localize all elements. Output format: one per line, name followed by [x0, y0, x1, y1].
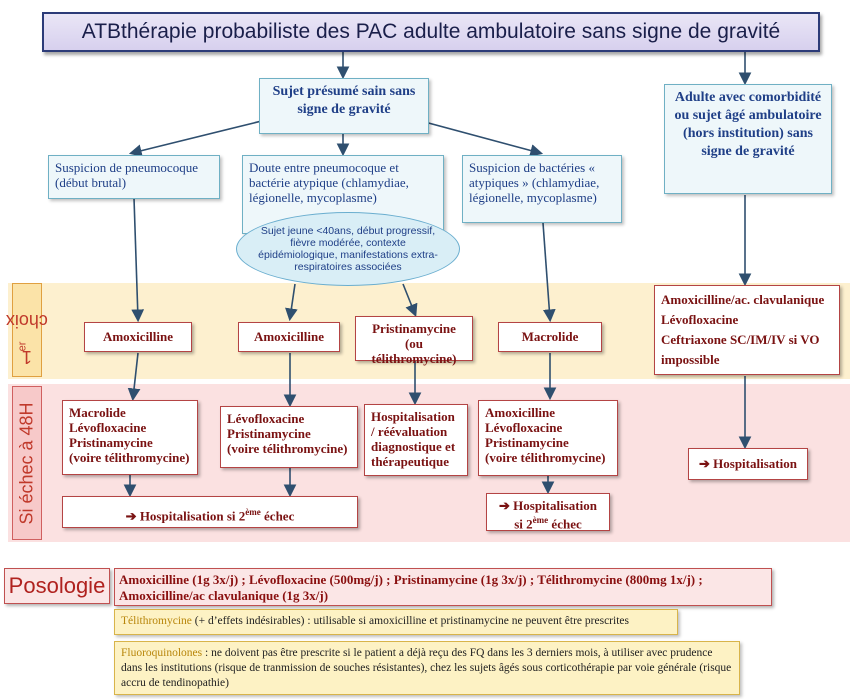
echec-col4-line: (voire télithromycine): [485, 450, 606, 465]
adulte-comorbidite-box: Adulte avec comorbidité ou sujet âgé amb…: [664, 84, 832, 194]
echec-col4-box: Amoxicilline Lévofloxacine Pristinamycin…: [478, 400, 618, 476]
echec-col4-line: Lévofloxacine: [485, 420, 563, 435]
note-fluoroquinolones: Fluoroquinolones : ne doivent pas être p…: [114, 641, 740, 695]
echec-col2-line: Lévofloxacine: [227, 411, 305, 426]
echec-col1-line: Pristinamycine: [69, 435, 153, 450]
echec-col1-line: Lévofloxacine: [69, 420, 147, 435]
echec-col3-line: thérapeutique: [371, 454, 449, 469]
amoxicilline-box-2: Amoxicilline: [238, 322, 340, 352]
telithromycine-alt-line: (ou télithromycine): [371, 336, 457, 366]
echec-col3-box: Hospitalisation / réévaluation diagnosti…: [364, 404, 468, 476]
pristinamycine-line: Pristinamycine: [372, 321, 456, 336]
macrolide-box: Macrolide: [498, 322, 602, 352]
echec-col1-line: Macrolide: [69, 405, 126, 420]
echec-col3-line: / réévaluation: [371, 424, 448, 439]
label-echec-48h: Si échec à 48H: [12, 386, 42, 540]
comorbidite-line-1: Amoxicilline/ac. clavulanique: [661, 292, 825, 307]
echec-col1-line: (voire télithromycine): [69, 450, 190, 465]
amoxicilline-box-1: Amoxicilline: [84, 322, 192, 352]
hospitalisation-2e-echec-box: ➔ Hospitalisation si 2ème échec: [62, 496, 358, 528]
sujet-presume-sain-box: Sujet présumé sain sans signe de gravité: [259, 78, 429, 134]
note-telithromycine: Télithromycine (+ d’effets indésirables)…: [114, 609, 678, 635]
echec-col2-line: (voire télithromycine): [227, 441, 348, 456]
comorbidite-premier-choix-box: Amoxicilline/ac. clavulanique Lévofloxac…: [654, 285, 840, 375]
page-title: ATBthérapie probabiliste des PAC adulte …: [42, 12, 820, 52]
echec-col2-line: Pristinamycine: [227, 426, 311, 441]
echec-col3-line: diagnostique et: [371, 439, 456, 454]
echec-col4-line: Pristinamycine: [485, 435, 569, 450]
echec-col1-box: Macrolide Lévofloxacine Pristinamycine (…: [62, 400, 198, 475]
suspicion-atypiques-box: Suspicion de bactéries « atypiques » (ch…: [462, 155, 622, 223]
suspicion-pneumocoque-box: Suspicion de pneumocoque (début brutal): [48, 155, 220, 199]
posologie-text: Amoxicilline (1g 3x/j) ; Lévofloxacine (…: [114, 568, 772, 606]
comorbidite-line-2: Lévofloxacine: [661, 312, 739, 327]
label-premier-choix: 1er choix: [6, 283, 48, 377]
sujet-jeune-oval: Sujet jeune <40ans, début progressif, fi…: [236, 212, 460, 286]
posologie-label: Posologie: [4, 568, 110, 604]
comorbidite-line-3: Ceftriaxone SC/IM/IV si VO impossible: [661, 332, 820, 367]
echec-col2-box: Lévofloxacine Pristinamycine (voire téli…: [220, 406, 358, 468]
hospitalisation-box-comorbidite: ➔ Hospitalisation: [688, 448, 808, 480]
pristinamycine-box: Pristinamycine (ou télithromycine): [355, 316, 473, 366]
hospitalisation-2e-echec-box-2: ➔ Hospitalisation si 2ème échec: [486, 493, 610, 531]
echec-col4-line: Amoxicilline: [485, 405, 556, 420]
echec-col3-line: Hospitalisation: [371, 409, 455, 424]
